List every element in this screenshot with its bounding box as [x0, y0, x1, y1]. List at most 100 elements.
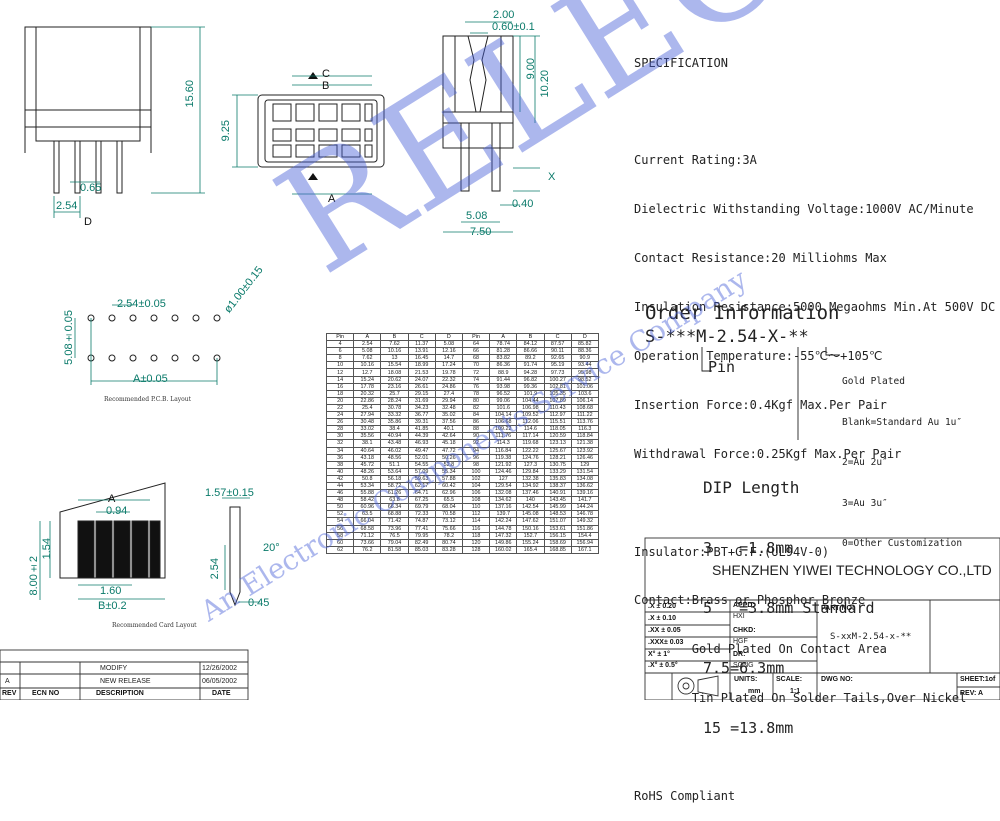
card-1-54: 1.54	[41, 538, 53, 560]
dim-0-65: 0.65	[80, 182, 102, 194]
units-label: UNITS:	[734, 676, 758, 683]
table-cell: 147.62	[516, 517, 545, 526]
table-cell: 73.96	[380, 524, 409, 533]
units-value: mm	[748, 688, 761, 695]
table-cell: 51.1	[380, 460, 409, 469]
table-cell: 70	[461, 361, 491, 370]
table-cell: 167.1	[570, 545, 599, 554]
chkd-label: CHKD:	[733, 627, 756, 634]
spec-line: Dielectric Withstanding Voltage:1000V AC…	[634, 202, 974, 217]
table-cell: 135.83	[543, 474, 572, 483]
table-cell: 140	[516, 496, 545, 505]
table-cell: 156.94	[570, 538, 599, 547]
table-cell: 24.07	[407, 375, 436, 384]
table-cell: 73.12	[434, 517, 463, 526]
table-cell: 132.08	[489, 489, 518, 498]
table-cell: 85.03	[407, 545, 436, 554]
dim-15-60: 15.60	[184, 80, 196, 108]
table-cell: 41.85	[407, 425, 436, 434]
table-cell: 46	[325, 489, 355, 498]
revision-block	[0, 649, 249, 700]
table-cell: 134.92	[516, 481, 545, 491]
description-header: DESCRIPTION	[96, 690, 144, 697]
table-cell: 154.4	[570, 531, 599, 540]
table-cell: 131.54	[570, 467, 599, 476]
table-cell: 7.62	[380, 340, 409, 349]
table-cell: 18.08	[380, 368, 409, 377]
table-cell: 13	[380, 354, 409, 363]
table-cell: 92.65	[543, 354, 572, 363]
table-cell: 151.86	[570, 524, 599, 533]
tol-2: .XX ± 0.05	[648, 627, 681, 634]
table-cell: 22	[325, 403, 355, 413]
table-cell: 127	[489, 474, 518, 483]
table-cell: 136.62	[570, 481, 599, 491]
table-cell: C	[407, 332, 436, 342]
table-cell: 38.4	[380, 425, 409, 434]
table-cell: 139.16	[570, 489, 599, 498]
table-cell: 96.52	[489, 389, 518, 398]
table-cell: 73.66	[353, 538, 382, 547]
spec-line: RoHS Compliant	[634, 788, 736, 803]
table-cell: 141.7	[570, 496, 599, 505]
drawing-canvas	[0, 21, 1000, 700]
table-cell: 124.76	[516, 453, 545, 462]
table-cell: 29.94	[434, 396, 463, 405]
card-20deg: 20°	[263, 542, 280, 554]
rev-row-1-rev: A	[5, 678, 10, 685]
rev-row-0-desc: MODIFY	[100, 665, 128, 672]
side-view	[24, 26, 152, 194]
table-cell: 102	[461, 474, 491, 483]
dim-2-00: 2.00	[493, 9, 515, 21]
table-cell: 27.94	[353, 411, 382, 420]
table-cell: 106	[461, 489, 491, 498]
table-cell: 22.86	[353, 396, 382, 405]
label-b: B	[322, 80, 330, 92]
table-cell: 14	[325, 375, 355, 384]
order-title: Order Information	[645, 302, 840, 324]
table-cell: 35.56	[353, 432, 382, 441]
tol-0: .X ± 0.20	[648, 603, 676, 610]
dr-label: DR:	[733, 651, 746, 658]
table-cell: 87.57	[543, 340, 572, 349]
dim-0-40: 0.40	[512, 198, 534, 210]
table-cell: B	[516, 332, 545, 342]
table-cell: 146.78	[570, 510, 599, 519]
dim-7-50: 7.50	[470, 226, 492, 238]
table-cell: 23.16	[380, 382, 409, 391]
table-cell: 129.54	[489, 481, 518, 491]
table-cell: 84.12	[516, 340, 545, 349]
tol-1: .X ± 0.10	[648, 615, 676, 622]
table-cell: 152.7	[516, 531, 545, 540]
plating-line: 0=Other Customization	[842, 538, 963, 549]
dim-2-54: 2.54	[56, 200, 78, 212]
table-cell: 140.91	[543, 489, 572, 498]
table-cell: 120	[461, 538, 491, 547]
pcb-a: A±0.05	[133, 373, 168, 385]
table-cell: 127.3	[516, 460, 545, 469]
table-cell: 118.05	[543, 425, 572, 434]
table-cell: 20.32	[353, 389, 382, 398]
table-cell: 30	[325, 432, 355, 441]
plating-line: 3=Au 3u″	[842, 497, 888, 509]
table-cell: 43.18	[353, 453, 382, 462]
dim-x: X	[548, 171, 556, 183]
table-cell: 70.58	[434, 510, 463, 519]
table-cell: 76.2	[353, 545, 382, 554]
table-cell: 44	[325, 481, 355, 491]
table-cell: 147.32	[489, 531, 518, 540]
spec-title: SPECIFICATION	[634, 55, 728, 70]
table-cell: 72.33	[407, 510, 436, 519]
table-cell: 113.76	[570, 418, 599, 427]
table-cell: C	[543, 332, 572, 342]
table-cell: 75.66	[434, 524, 463, 533]
tol-5: .X° ± 0.5°	[648, 662, 678, 669]
table-cell: 160.02	[489, 545, 518, 554]
table-cell: 69.79	[407, 503, 436, 512]
